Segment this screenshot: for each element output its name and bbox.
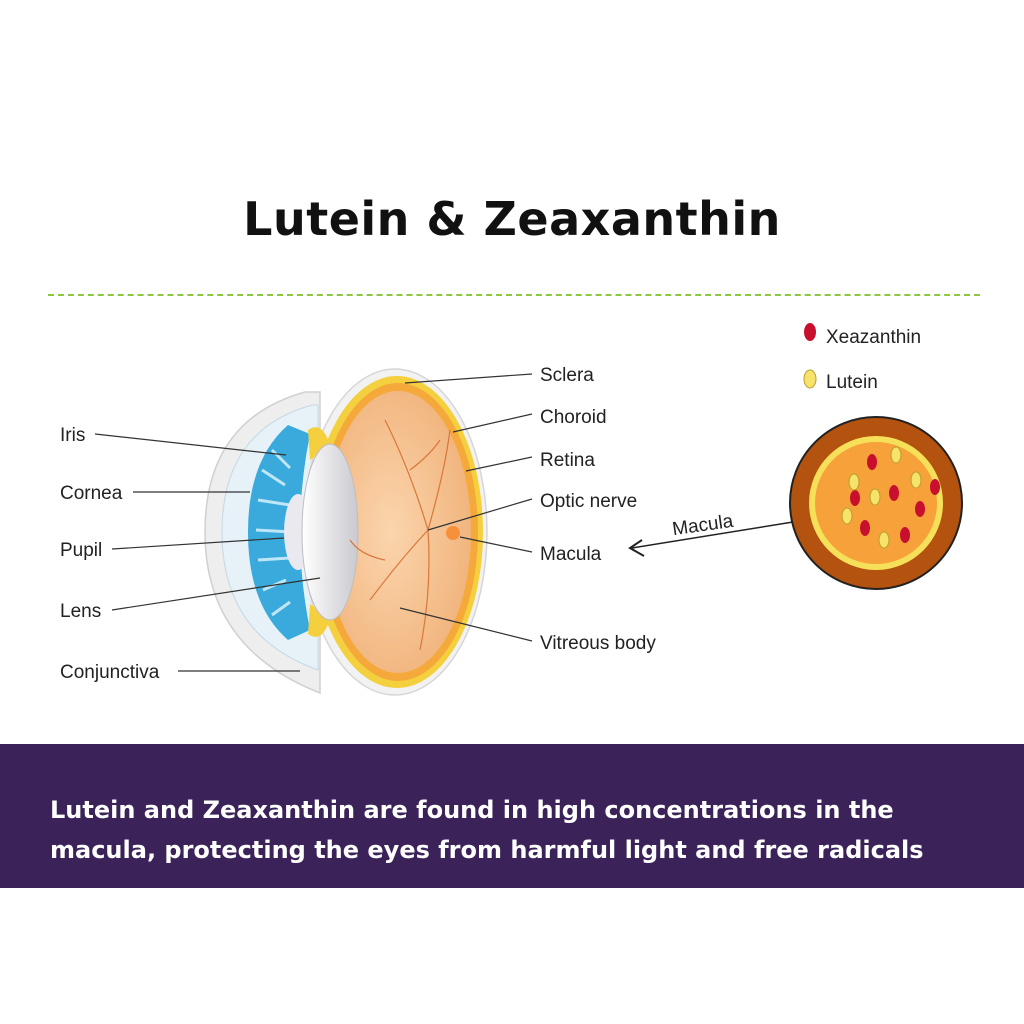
lutein-dot	[890, 446, 902, 464]
label-conjunctiva: Conjunctiva	[60, 662, 160, 683]
label-lens: Lens	[60, 601, 101, 622]
label-retina: Retina	[540, 450, 595, 471]
lutein-dots	[841, 446, 922, 549]
caption-text: Lutein and Zeaxanthin are found in high …	[50, 796, 924, 864]
ciliary-upper	[308, 427, 330, 460]
lens-shape	[301, 443, 359, 621]
macula-leader	[459, 536, 533, 553]
vitreous-shape	[325, 391, 471, 673]
sclera-leader	[404, 373, 533, 384]
zeaxanthin-dot	[915, 501, 925, 517]
label-pupil: Pupil	[60, 540, 102, 561]
optic-nerve-leader	[427, 498, 533, 531]
zeaxanthin-dots	[850, 454, 940, 543]
iris-leader	[94, 433, 287, 456]
legend: Xeazanthin Lutein	[803, 323, 921, 393]
zeaxanthin-dot	[930, 479, 940, 495]
lutein-dot	[841, 507, 853, 525]
zeaxanthin-dot	[850, 490, 860, 506]
legend-lutein-label: Lutein	[826, 372, 878, 393]
lutein-dot	[878, 531, 890, 549]
lutein-dot	[910, 471, 922, 489]
lutein-dot	[848, 473, 860, 491]
zeaxanthin-dot	[867, 454, 877, 470]
label-vitreous-body: Vitreous body	[540, 633, 656, 654]
dashed-divider	[48, 294, 980, 296]
left-leader-lines	[94, 433, 321, 672]
zeaxanthin-dot	[900, 527, 910, 543]
retina-leader	[465, 456, 533, 472]
lens-leader	[111, 577, 321, 611]
macula-magnified	[789, 416, 963, 590]
zeaxanthin-dot	[860, 520, 870, 536]
blood-vessels	[349, 419, 451, 651]
zeaxanthin-dot	[889, 485, 899, 501]
lutein-dot	[869, 488, 881, 506]
macula-arrow	[628, 521, 794, 557]
ciliary-lower	[308, 604, 330, 637]
eyeball	[204, 368, 488, 696]
macula-callout-label: Macula	[671, 511, 735, 540]
macula-spot	[446, 526, 460, 540]
caption-banner	[0, 744, 1024, 888]
right-leader-lines	[399, 373, 533, 642]
label-optic-nerve: Optic nerve	[540, 491, 637, 512]
page-title: Lutein & Zeaxanthin	[243, 192, 781, 246]
legend-zeaxanthin-label: Xeazanthin	[826, 327, 921, 348]
label-iris: Iris	[60, 425, 85, 446]
label-choroid: Choroid	[540, 407, 607, 428]
pupil-leader	[111, 537, 285, 550]
zeaxanthin-legend-icon	[804, 323, 816, 341]
label-sclera: Sclera	[540, 365, 594, 386]
lutein-legend-icon	[803, 369, 817, 389]
vitreous-leader	[399, 607, 533, 642]
label-macula: Macula	[540, 544, 602, 565]
choroid-leader	[452, 413, 533, 433]
label-cornea: Cornea	[60, 483, 123, 504]
